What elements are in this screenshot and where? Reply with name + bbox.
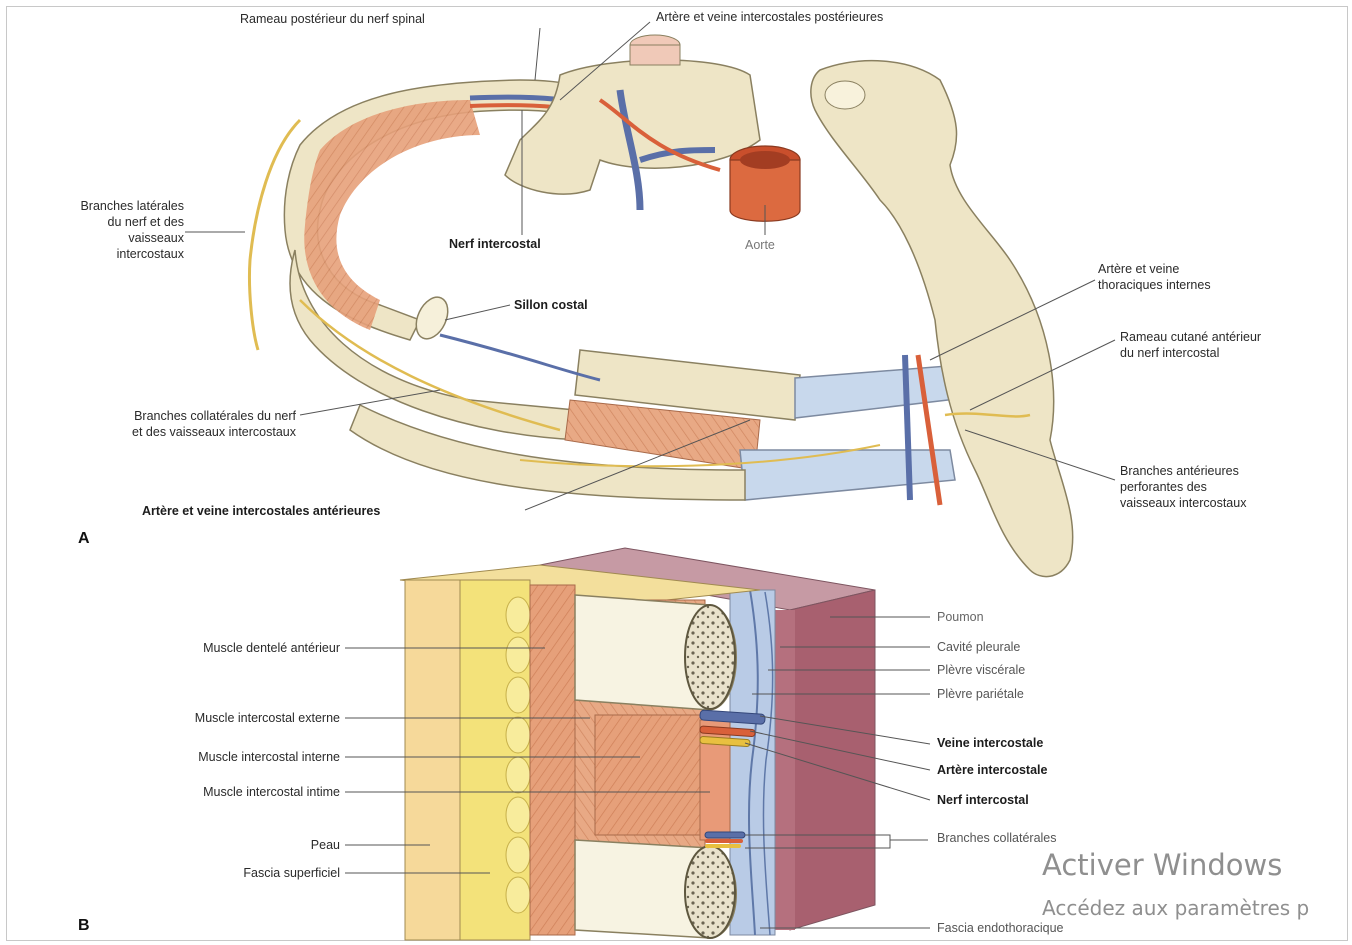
label-serratus-anterior: Muscle dentelé antérieur <box>60 640 340 656</box>
label-intercostal-artery: Artère intercostale <box>937 762 1047 778</box>
label-line: vaisseaux intercostaux <box>1120 495 1246 511</box>
label-visceral-pleura: Plèvre viscérale <box>937 662 1025 678</box>
activation-watermark-subtitle: Accédez aux paramètres p <box>1042 896 1309 920</box>
figure-a-letter: A <box>78 530 90 548</box>
label-collateral-branches-a: Branches collatérales du nerf et des vai… <box>34 408 296 440</box>
label-anterior-cutaneous: Rameau cutané antérieur du nerf intercos… <box>1120 329 1261 361</box>
upper-rib-section <box>685 605 735 709</box>
label-innermost-intercostal: Muscle intercostal intime <box>60 784 340 800</box>
label-line: Artère et veine <box>1098 261 1211 277</box>
label-costal-groove: Sillon costal <box>514 297 588 313</box>
label-external-intercostal: Muscle intercostal externe <box>60 710 340 726</box>
label-line: perforantes des <box>1120 479 1246 495</box>
label-line: intercostaux <box>14 246 184 262</box>
label-intercostal-nerve-a: Nerf intercostal <box>449 236 541 252</box>
label-superficial-fascia: Fascia superficiel <box>60 865 340 881</box>
figure-b-letter: B <box>78 917 90 935</box>
label-line: thoraciques internes <box>1098 277 1211 293</box>
activation-watermark-title: Activer Windows <box>1042 848 1282 882</box>
label-line: et des vaisseaux intercostaux <box>34 424 296 440</box>
label-internal-thoracic: Artère et veine thoraciques internes <box>1098 261 1211 293</box>
label-lung: Poumon <box>937 609 984 625</box>
label-line: Branches antérieures <box>1120 463 1246 479</box>
figure-a-drawing <box>249 35 1072 577</box>
anterior-vessels-a <box>440 335 600 380</box>
internal-intercostal-layer <box>595 715 705 835</box>
lung-block <box>790 590 875 930</box>
label-line: Branches collatérales du nerf <box>34 408 296 424</box>
serratus-layer <box>530 585 575 935</box>
skin-layer <box>405 580 460 940</box>
label-line: du nerf intercostal <box>1120 345 1261 361</box>
label-intercostal-nerve-b: Nerf intercostal <box>937 792 1029 808</box>
costal-cartilage <box>795 365 965 418</box>
label-line: Branches latérales <box>14 198 184 214</box>
label-anterior-intercostal-vessels: Artère et veine intercostales antérieure… <box>142 503 380 519</box>
label-line: Rameau cutané antérieur <box>1120 329 1261 345</box>
label-intercostal-vein: Veine intercostale <box>937 735 1043 751</box>
lower-costal-cartilage <box>740 450 955 500</box>
label-line: vaisseaux <box>14 230 184 246</box>
sternum <box>811 61 1073 577</box>
lower-rib-section <box>685 846 735 938</box>
label-line: du nerf et des <box>14 214 184 230</box>
label-parietal-pleura: Plèvre pariétale <box>937 686 1024 702</box>
label-endothoracic-fascia: Fascia endothoracique <box>937 920 1063 936</box>
collateral-bundle-b <box>705 832 745 838</box>
label-collateral-branches-b: Branches collatérales <box>937 830 1057 846</box>
label-lateral-branches: Branches latérales du nerf et des vaisse… <box>14 198 184 262</box>
label-posterior-branch-spinal: Rameau postérieur du nerf spinal <box>240 11 425 27</box>
figure-b-drawing <box>400 548 875 940</box>
label-internal-intercostal: Muscle intercostal interne <box>60 749 340 765</box>
label-aorta: Aorte <box>745 237 775 253</box>
label-skin: Peau <box>60 837 340 853</box>
label-posterior-intercostal-vessels: Artère et veine intercostales postérieur… <box>656 9 883 25</box>
label-pleural-cavity: Cavité pleurale <box>937 639 1020 655</box>
label-anterior-perforating: Branches antérieures perforantes des vai… <box>1120 463 1246 511</box>
